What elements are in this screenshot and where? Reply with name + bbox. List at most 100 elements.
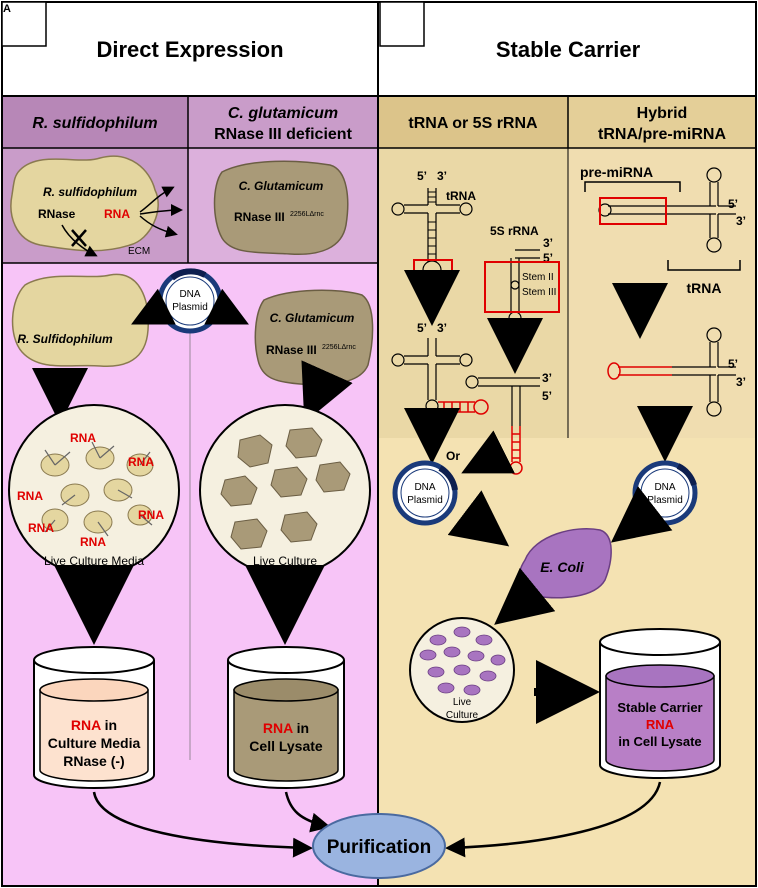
rsulf-culture-cells: [40, 446, 154, 534]
arrow-plasmid-to-cglut: [204, 288, 249, 325]
rnase-iii-sup-top: 2256LΔrnc: [290, 211, 324, 218]
beaker-left: [33, 646, 155, 789]
col-header-rsulf: R. sulfidophilum: [32, 115, 157, 132]
arrow-5s-to-plasmid: [461, 430, 515, 474]
hybrid-insert-red: [607, 362, 672, 380]
arrow-cglut-down: [301, 360, 353, 423]
ecoli-culture-live: Live: [453, 697, 472, 708]
hybrid-col-header-bg: [568, 96, 756, 148]
panel-box-left: [1, 1, 47, 47]
trna-col-header-bg: [378, 96, 568, 148]
plasmid-left-dna: DNA: [179, 289, 200, 300]
rna-label-top: RNA: [104, 207, 130, 221]
beaker-middle-line1: RNA in: [263, 720, 309, 736]
stem-ii-label: Stem II: [522, 272, 554, 283]
plasmid-left-insert: [170, 268, 207, 281]
culture-media-label: Live Culture Media: [44, 554, 144, 568]
rsulf-cell-mid-label: R. Sulfidophilum: [17, 332, 113, 346]
rsulf-cell-label: R. sulfidophilum: [43, 185, 137, 199]
rsulf-cell-mid: [11, 273, 149, 368]
plasmid-hybrid-inner: [640, 468, 690, 518]
plasmid-trna-dna: DNA: [414, 482, 435, 493]
pre-mirna-highlight: [599, 197, 667, 225]
plasmid-trna-inner: [400, 468, 450, 518]
rna-export-arrow-2: [139, 204, 183, 217]
rna-export-arrow-3: [139, 215, 178, 238]
beaker-left-line1: RNA in: [71, 717, 117, 733]
rsulf-col-header-bg: [2, 96, 188, 148]
cglut-culture-label: Live Culture: [253, 554, 317, 568]
rsulf-cell-top: [10, 155, 159, 252]
rnase-iii-label-top: RNase III: [234, 210, 285, 224]
hybrid-3prime: 3’: [736, 214, 746, 228]
block-cross-icon: [71, 229, 87, 247]
trna1-3prime: 3’: [437, 169, 447, 183]
panel-letter: A: [3, 3, 11, 15]
col-header-hybrid-1: Hybrid: [637, 105, 688, 122]
rna-export-arrow-1: [139, 186, 175, 213]
rnase-iii-sup-mid: 2256LΔrnc: [322, 344, 356, 351]
trna-structure-1-ticks: [428, 191, 436, 255]
five-s-rrna-label: 5S rRNA: [490, 224, 539, 238]
plasmid-left-inner: [165, 276, 215, 326]
stem-iii-label: Stem III: [522, 287, 556, 298]
stable-carrier-title: Stable Carrier: [496, 37, 641, 62]
purification-node: [312, 813, 446, 879]
hybrid2-5prime: 5’: [728, 357, 738, 371]
hybrid-5prime: 5’: [728, 197, 738, 211]
culture-rna-1: RNA: [70, 431, 96, 445]
stem-highlight: [484, 261, 560, 313]
rnase-label: RNase: [38, 207, 76, 221]
five-s-structure-insert: [465, 375, 540, 426]
five-s-2-3prime: 3’: [542, 371, 552, 385]
arrow-ecoli-to-culture: [494, 567, 556, 625]
panel-box-right: [379, 1, 425, 47]
beaker-right-line2: RNA: [646, 717, 675, 732]
purification-label: Purification: [327, 837, 432, 858]
arrow-right-beaker-to-purification: [445, 781, 662, 858]
cglut-col-header-bg: [188, 96, 378, 148]
cglut-cell-label-top: C. Glutamicum: [239, 179, 324, 193]
ecoli-culture-culture: Culture: [446, 710, 479, 721]
hybrid-trna-label: tRNA: [687, 280, 722, 296]
culture-rna-3: RNA: [17, 489, 43, 503]
col-header-hybrid-2: tRNA/pre-miRNA: [598, 126, 726, 143]
plasmid-hybrid-plasmid: Plasmid: [647, 495, 683, 506]
col-header-cglut-1: C. glutamicum: [228, 105, 338, 122]
five-s-5prime: 5’: [543, 251, 553, 265]
col-header-trna: tRNA or 5S rRNA: [408, 115, 538, 132]
trna2-5prime: 5’: [417, 321, 427, 335]
trna1-5prime: 5’: [417, 169, 427, 183]
culture-media-rnase-label: RNase (-): [68, 569, 120, 583]
rnase-iii-label-mid: RNase III: [266, 343, 317, 357]
plasmid-trna-plasmid: Plasmid: [407, 495, 443, 506]
culture-rna-5: RNA: [28, 521, 54, 535]
hybrid-col-bg: [568, 148, 756, 438]
beaker-left-line2: Culture Media: [48, 735, 141, 751]
arrow-left-beaker-to-purification: [92, 791, 313, 858]
hybrid-structure-2: [672, 327, 736, 417]
direct-expression-title: Direct Expression: [96, 37, 283, 62]
arrow-plasmid-to-ecoli-right: [610, 486, 673, 543]
plasmid-hybrid-insert: [676, 463, 697, 486]
beaker-middle-line2: Cell Lysate: [249, 738, 323, 754]
beaker-right-line3: in Cell Lysate: [618, 734, 701, 749]
arrow-plasmid-to-ecoli-left: [447, 490, 510, 547]
plasmid-left-plasmid: Plasmid: [172, 302, 208, 313]
beaker-right-line1: Stable Carrier: [617, 700, 702, 715]
five-s-2-5prime: 5’: [542, 389, 552, 403]
cglut-cell-top: [213, 160, 349, 256]
beaker-middle: [227, 646, 345, 789]
trna-structure-insert: [391, 338, 473, 413]
cglut-cell-mid: [254, 289, 374, 386]
ecoli-culture-cells: [419, 626, 506, 696]
culture-rna-6: RNA: [80, 535, 106, 549]
beaker-left-line3: RNase (-): [63, 753, 124, 769]
culture-rna-2: RNA: [128, 455, 154, 469]
five-s-3prime: 3’: [543, 236, 553, 250]
culture-rna-4: RNA: [138, 508, 164, 522]
arrow-middle-beaker-to-purification: [284, 791, 331, 833]
trna1-label: tRNA: [446, 189, 476, 203]
or-label: Or: [446, 449, 460, 463]
